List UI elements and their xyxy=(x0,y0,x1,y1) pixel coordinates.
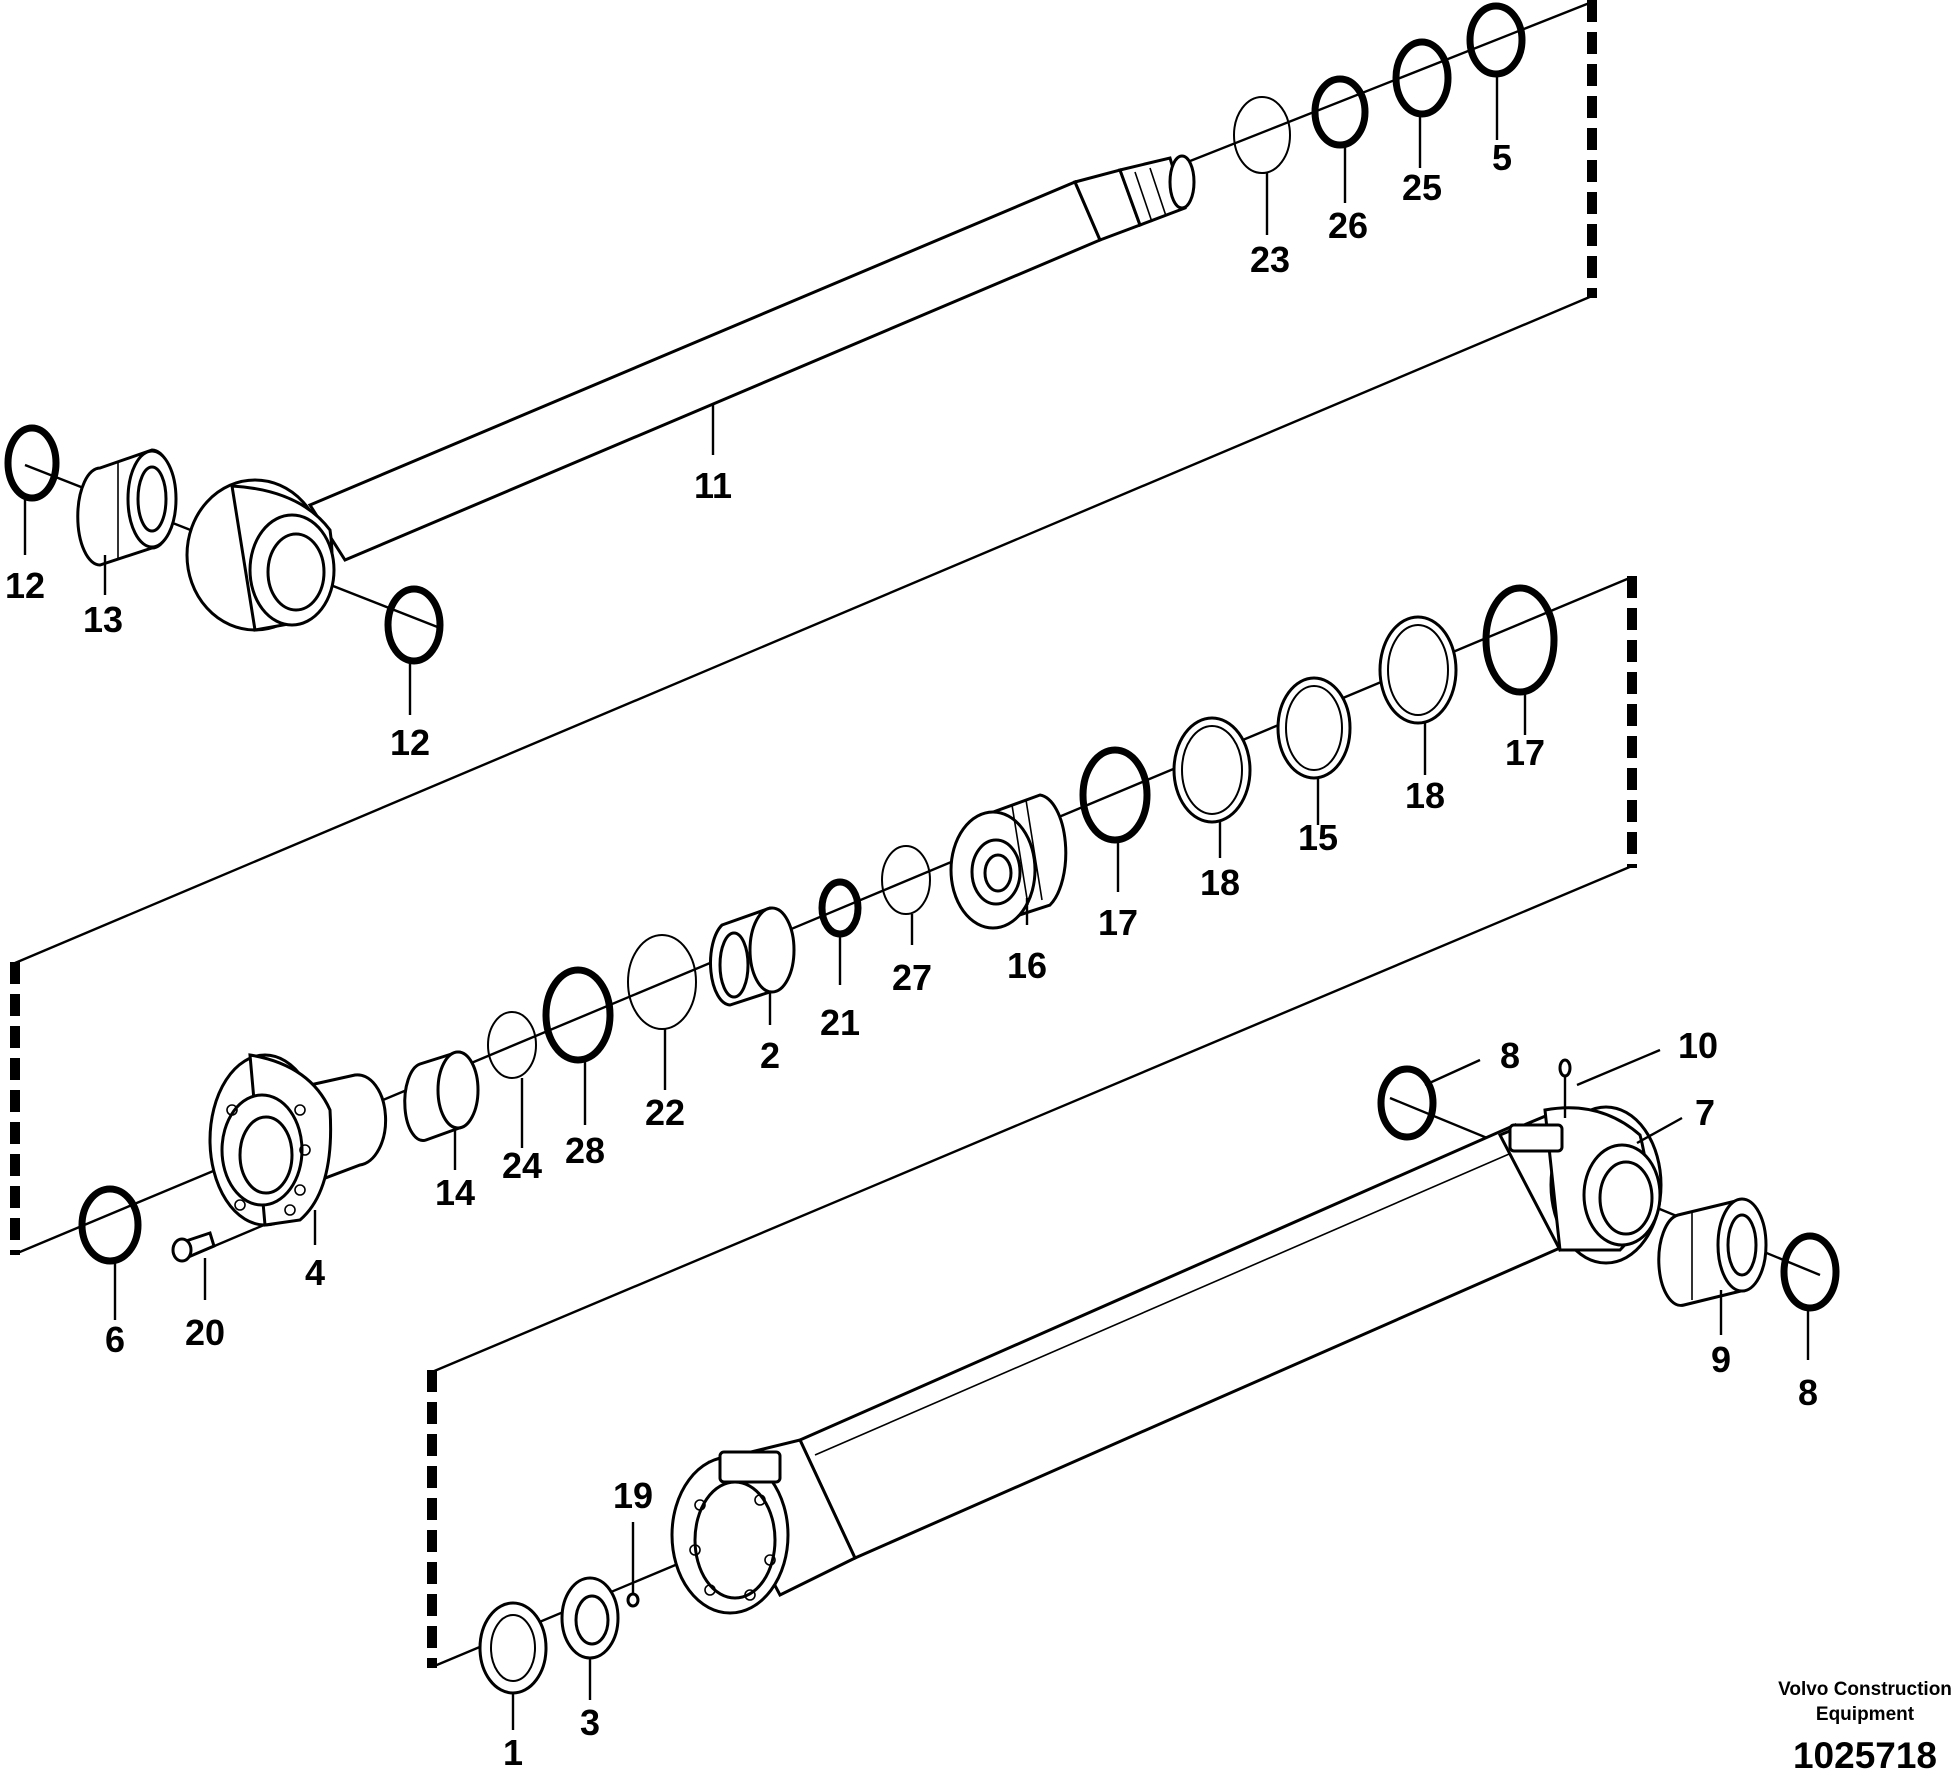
callout-6: 6 xyxy=(105,1319,125,1360)
callout-7: 7 xyxy=(1695,1092,1715,1133)
cylinder-tube xyxy=(797,1122,1562,1560)
brand-line-1: Volvo Construction xyxy=(1778,1679,1952,1700)
ring-17-right xyxy=(1482,584,1558,696)
callout-17-left: 17 xyxy=(1098,902,1138,943)
bushing-14 xyxy=(403,1050,480,1142)
footer: Volvo Construction Equipment 1025718 xyxy=(1778,1679,1952,1776)
cylinder-head-4 xyxy=(208,1053,388,1227)
diagonal-link-2 xyxy=(431,864,1633,1374)
callout-21: 21 xyxy=(820,1002,860,1043)
callout-25: 25 xyxy=(1402,167,1442,208)
ring-12-right xyxy=(384,585,444,665)
callout-17-right: 17 xyxy=(1505,732,1545,773)
callout-15: 15 xyxy=(1298,817,1338,858)
callout-11: 11 xyxy=(694,465,732,506)
set-screw-19 xyxy=(626,1592,640,1608)
ring-8-lower xyxy=(1780,1232,1840,1312)
callout-22: 22 xyxy=(645,1092,685,1133)
tube-eye xyxy=(1497,1105,1663,1265)
piston-16 xyxy=(949,793,1068,930)
callout-12-right: 12 xyxy=(390,722,430,763)
ring-1 xyxy=(478,1601,548,1695)
callout-10: 10 xyxy=(1678,1025,1718,1066)
callout-18-right: 18 xyxy=(1405,775,1445,816)
ring-17-left xyxy=(1079,746,1151,844)
bolt-20 xyxy=(171,1231,216,1263)
brand-line-2: Equipment xyxy=(1816,1704,1915,1725)
ring-12-left xyxy=(4,424,60,502)
callout-2: 2 xyxy=(760,1035,780,1076)
bushing-13 xyxy=(76,448,178,567)
callout-14: 14 xyxy=(435,1172,475,1213)
bushing-9 xyxy=(1657,1197,1768,1307)
nut-3 xyxy=(560,1576,620,1660)
callout-8-upper: 8 xyxy=(1500,1035,1520,1076)
callout-18-left: 18 xyxy=(1200,862,1240,903)
ring-6 xyxy=(78,1185,142,1265)
ring-24 xyxy=(487,1011,537,1079)
ring-8-upper xyxy=(1377,1065,1437,1141)
callout-24: 24 xyxy=(502,1145,542,1186)
sleeve-2 xyxy=(709,906,796,1007)
callout-26: 26 xyxy=(1328,205,1368,246)
grease-nipple-10 xyxy=(1558,1058,1572,1118)
callout-27: 27 xyxy=(892,957,932,998)
callout-19: 19 xyxy=(613,1475,653,1516)
ring-25 xyxy=(1392,38,1452,118)
callout-8-lower: 8 xyxy=(1798,1372,1818,1413)
piston-rod xyxy=(307,154,1196,562)
callout-20: 20 xyxy=(185,1312,225,1353)
ring-27 xyxy=(881,845,931,915)
ring-28 xyxy=(542,966,614,1064)
callout-4: 4 xyxy=(305,1252,325,1293)
callout-1: 1 xyxy=(503,1732,523,1773)
tube-flange xyxy=(670,1438,857,1615)
callout-12-left: 12 xyxy=(5,565,45,606)
diagonal-link-1 xyxy=(14,294,1593,965)
rod-eye xyxy=(185,478,336,632)
axis-line-top xyxy=(1179,0,1593,167)
callout-labels: 5 25 26 23 11 12 13 12 17 18 15 18 17 16… xyxy=(5,137,1818,1773)
ring-26 xyxy=(1311,75,1369,149)
callout-28: 28 xyxy=(565,1130,605,1171)
ring-15 xyxy=(1276,676,1352,780)
leader-lines xyxy=(23,74,1810,1730)
callout-9: 9 xyxy=(1711,1339,1731,1380)
ring-18-right xyxy=(1378,615,1458,725)
ring-23 xyxy=(1233,96,1291,174)
callout-23: 23 xyxy=(1250,239,1290,280)
ring-22 xyxy=(627,934,697,1030)
callout-5: 5 xyxy=(1492,137,1512,178)
callout-13: 13 xyxy=(83,599,123,640)
callout-16: 16 xyxy=(1007,945,1047,986)
document-number: 1025718 xyxy=(1793,1735,1937,1776)
ring-18-left xyxy=(1172,716,1252,824)
callout-3: 3 xyxy=(580,1702,600,1743)
